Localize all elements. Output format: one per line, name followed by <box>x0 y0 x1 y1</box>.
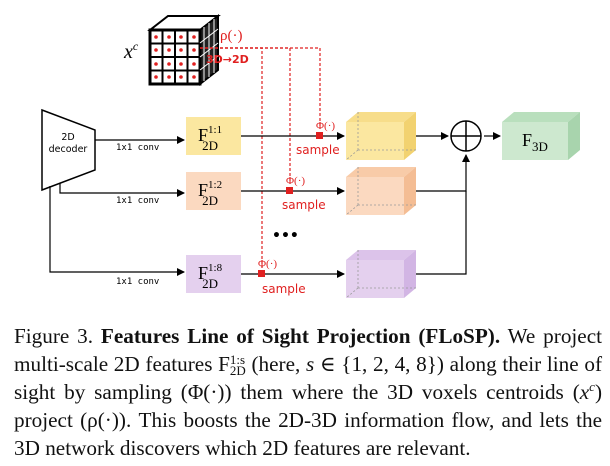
2d-decoder: 2D decoder <box>41 108 96 192</box>
phi-label-3: Φ(·) <box>258 258 277 270</box>
svg-text:decoder: decoder <box>49 144 88 155</box>
figure-caption: Figure 3. Features Line of Sight Project… <box>14 324 603 460</box>
svg-text:F1:22D: F1:22D <box>198 179 222 208</box>
f3d-cube: F3D <box>502 112 580 160</box>
sample-points <box>258 132 323 277</box>
conv-label-3: 1x1 conv <box>116 277 159 287</box>
svg-text:2D: 2D <box>61 132 74 143</box>
rho-label: ρ(·) <box>220 28 242 44</box>
ellipsis: ••• <box>272 228 299 244</box>
conv-label-1: 1x1 conv <box>116 143 159 153</box>
3d-cube-1 <box>345 112 416 161</box>
sum-operator <box>450 120 482 152</box>
3d-cube-2 <box>345 167 416 216</box>
phi-label-2: Φ(·) <box>286 175 305 187</box>
svg-text:F1:12D: F1:12D <box>198 124 222 153</box>
conv-label-2: 1x1 conv <box>116 196 159 206</box>
voxel-grid-cube <box>147 13 221 87</box>
sample-label-1: sample <box>296 143 340 157</box>
sample-label-3: sample <box>262 282 306 296</box>
projection-lines <box>200 47 321 268</box>
sample-label-2: sample <box>282 198 326 212</box>
phi-label-1: Φ(·) <box>316 120 335 132</box>
3d-cube-3 <box>345 250 416 299</box>
svg-text:F1:82D: F1:82D <box>198 262 223 291</box>
svg-text:F3D: F3D <box>522 130 548 154</box>
caption-title: Features Line of Sight Projection (FLoSP… <box>100 324 501 348</box>
flosp-figure: xc ρ(·) 3D→2D 2D decoder 1x1 conv 1x1 co… <box>41 13 580 299</box>
projection-label: 3D→2D <box>206 53 249 66</box>
xc-label: xc <box>123 39 139 63</box>
figure-label: Figure 3. <box>14 324 94 348</box>
